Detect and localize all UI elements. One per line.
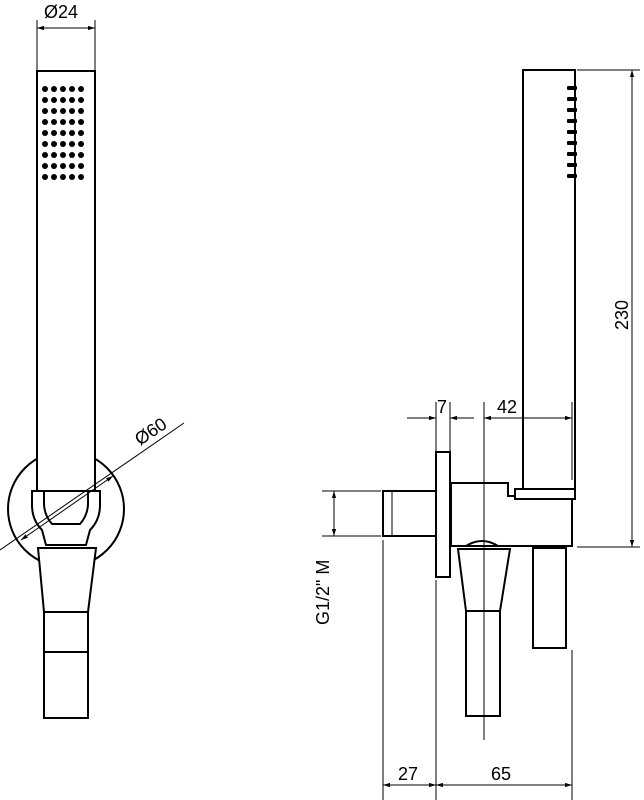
hose — [43, 651, 89, 719]
dim-connection-thread: G1/2" M — [313, 560, 333, 625]
dim-height-230: 230 — [612, 300, 632, 330]
thread-connector — [382, 490, 437, 537]
side-view: 230 7 42 G1/2" M 27 65 — [313, 69, 640, 800]
dim-depth-65: 65 — [491, 764, 511, 784]
handshower-body — [36, 70, 96, 492]
front-view: Ø24 Ø60 — [0, 2, 185, 719]
dim-diameter-24: Ø24 — [44, 2, 78, 22]
hose-connector — [36, 547, 98, 613]
dim-depth-27: 27 — [398, 764, 418, 784]
holder-clip — [514, 488, 576, 500]
nozzle-profile — [567, 86, 577, 178]
dim-diameter-60: Ø60 — [131, 414, 170, 450]
hose-collar — [43, 611, 89, 653]
nozzle-grid — [42, 86, 84, 180]
dim-plate-7: 7 — [437, 397, 447, 417]
wall-plate-side — [435, 451, 451, 578]
dim-offset-42: 42 — [497, 397, 517, 417]
handshower-end — [532, 547, 567, 649]
hose-side — [465, 610, 501, 717]
